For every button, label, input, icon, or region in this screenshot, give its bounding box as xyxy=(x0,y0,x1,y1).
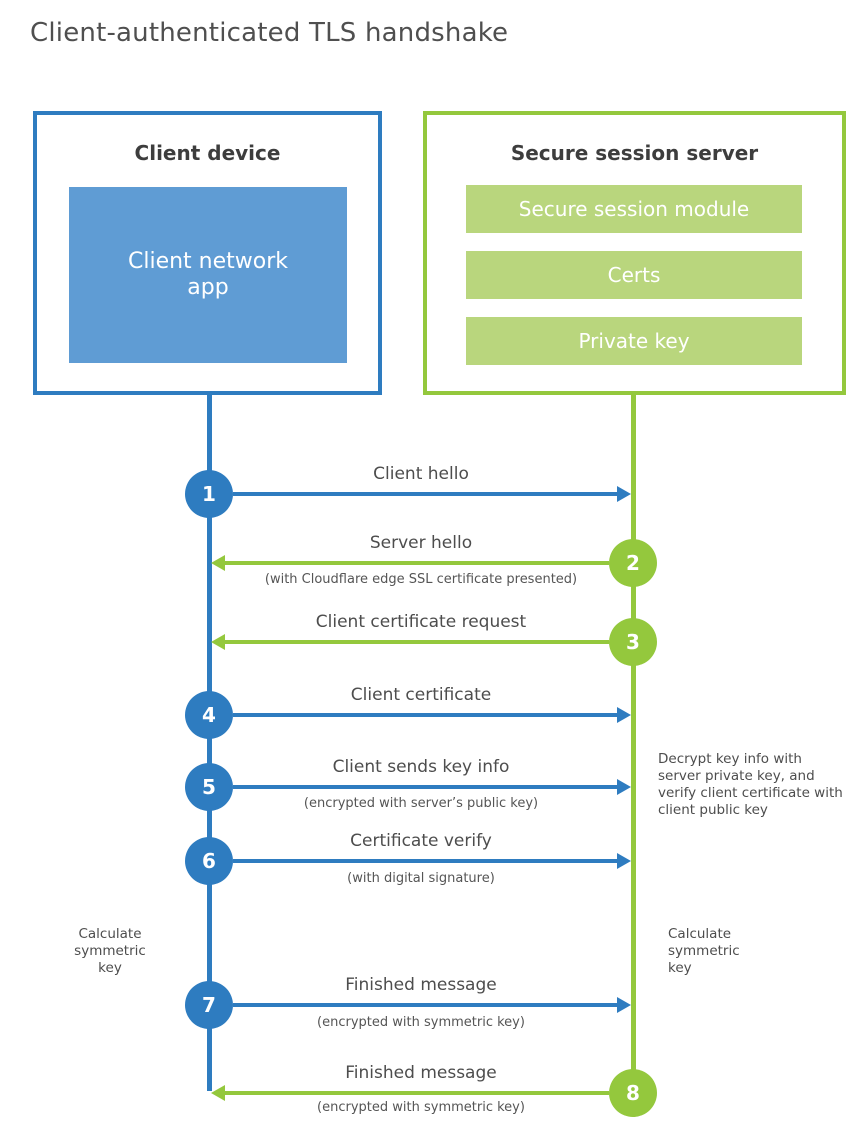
arrowhead-right-icon xyxy=(617,997,631,1013)
client-device-title: Client device xyxy=(134,141,281,165)
step-circle-2: 2 xyxy=(609,539,657,587)
secure-session-server-box: Secure session server Secure session mod… xyxy=(423,111,846,395)
step-circle-8: 8 xyxy=(609,1069,657,1117)
msg-client-key-info: Client sends key info xyxy=(332,757,510,777)
step-number: 5 xyxy=(202,775,216,799)
step-number: 4 xyxy=(202,703,216,727)
msg-finished-server-sub: (encrypted with symmetric key) xyxy=(317,1100,525,1115)
msg-client-hello: Client hello xyxy=(373,464,469,484)
step-circle-3: 3 xyxy=(609,618,657,666)
client-lifeline xyxy=(207,395,212,1091)
msg-server-hello-sub: (with Cloudflare edge SSL certificate pr… xyxy=(264,572,578,587)
arrowhead-right-icon xyxy=(617,486,631,502)
msg-client-cert-request: Client certificate request xyxy=(315,612,527,632)
msg-client-certificate: Client certificate xyxy=(350,685,492,705)
server-decrypt-note: Decrypt key info with server private key… xyxy=(658,751,843,818)
secure-session-server-title: Secure session server xyxy=(510,141,759,165)
arrow-certificate-verify xyxy=(233,853,631,869)
msg-client-key-info-sub: (encrypted with server’s public key) xyxy=(303,796,539,811)
client-calculate-note: Calculate symmetric key xyxy=(74,926,146,976)
step-circle-6: 6 xyxy=(185,837,233,885)
arrowhead-right-icon xyxy=(617,707,631,723)
step-circle-7: 7 xyxy=(185,981,233,1029)
msg-certificate-verify-sub: (with digital signature) xyxy=(347,871,495,886)
msg-finished-client-sub: (encrypted with symmetric key) xyxy=(317,1015,525,1030)
server-calculate-note: Calculate symmetric key xyxy=(668,926,740,976)
arrow-client-cert-request xyxy=(211,634,609,650)
arrow-client-key-info xyxy=(233,779,631,795)
server-certs-bar: Certs xyxy=(466,251,802,299)
arrowhead-left-icon xyxy=(211,634,225,650)
arrow-client-certificate xyxy=(233,707,631,723)
client-network-app-box: Client network app xyxy=(69,187,347,363)
arrow-client-hello xyxy=(233,486,631,502)
client-device-box: Client device Client network app xyxy=(33,111,382,395)
msg-finished-server: Finished message xyxy=(345,1063,497,1083)
server-private-key-bar: Private key xyxy=(466,317,802,365)
step-number: 6 xyxy=(202,849,216,873)
arrowhead-left-icon xyxy=(211,1085,225,1101)
arrowhead-left-icon xyxy=(211,555,225,571)
step-number: 7 xyxy=(202,993,216,1017)
step-number: 2 xyxy=(626,551,640,575)
step-circle-4: 4 xyxy=(185,691,233,739)
arrow-server-hello xyxy=(211,555,609,571)
msg-finished-client: Finished message xyxy=(345,975,497,995)
arrow-finished-client xyxy=(233,997,631,1013)
msg-server-hello: Server hello xyxy=(369,533,473,553)
step-number: 1 xyxy=(202,482,216,506)
msg-certificate-verify: Certificate verify xyxy=(350,831,492,851)
server-lifeline xyxy=(631,395,636,1093)
page-title: Client-authenticated TLS handshake xyxy=(30,18,509,48)
step-number: 8 xyxy=(626,1081,640,1105)
step-circle-1: 1 xyxy=(185,470,233,518)
arrow-finished-server xyxy=(211,1085,609,1101)
step-number: 3 xyxy=(626,630,640,654)
arrowhead-right-icon xyxy=(617,779,631,795)
step-circle-5: 5 xyxy=(185,763,233,811)
arrowhead-right-icon xyxy=(617,853,631,869)
server-module-bar: Secure session module xyxy=(466,185,802,233)
